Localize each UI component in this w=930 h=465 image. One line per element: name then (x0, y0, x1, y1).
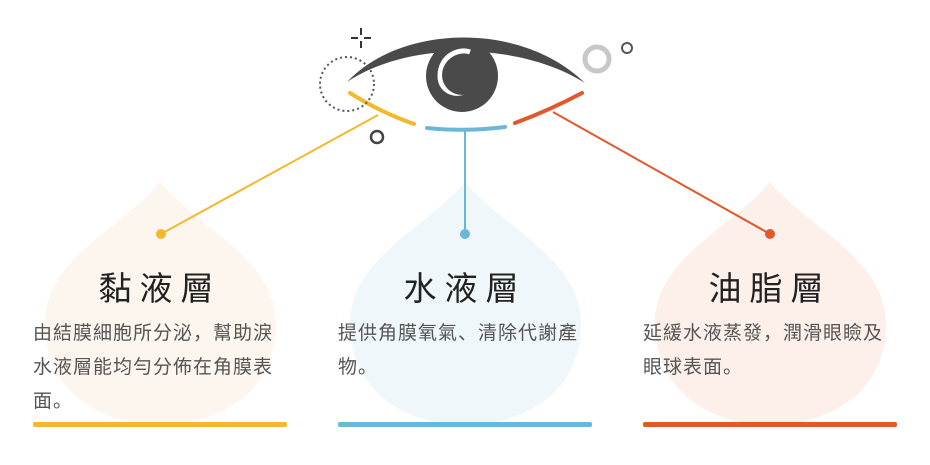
drop-aqueous (349, 182, 582, 425)
layer-desc-aqueous: 提供角膜氧氣、清除代謝產物。 (338, 322, 579, 378)
lid-arc-aqueous (425, 125, 507, 132)
ring-icon (582, 44, 612, 74)
layer-bar-mucus (33, 422, 287, 427)
dot-aqueous (460, 229, 470, 239)
layer-title-aqueous: 水液層 (403, 269, 527, 308)
lid-arc-mucus (348, 91, 416, 126)
lid-arc-lipid (513, 91, 584, 125)
eyebrow-icon (347, 37, 585, 83)
layer-desc-mucus: 由結膜細胞所分泌，幫助淚水液層能均勻分佈在角膜表面。 (33, 322, 274, 412)
dotted-circle-icon (319, 56, 375, 112)
small-ring-icon (369, 129, 385, 145)
small-ring-icon (621, 42, 633, 54)
dot-lipid (765, 229, 775, 239)
layer-desc-lipid: 延緩水液蒸發，潤滑眼瞼及眼球表面。 (643, 322, 884, 378)
layer-bar-aqueous (338, 422, 592, 427)
drop-mucus (44, 182, 277, 425)
connector-lipid (552, 111, 771, 235)
layer-title-mucus: 黏液層 (98, 269, 222, 308)
layer-bar-lipid (643, 422, 897, 427)
drop-lipid (654, 182, 887, 425)
connector-mucus (160, 114, 379, 235)
dot-mucus (156, 229, 166, 239)
layer-title-lipid: 油脂層 (708, 269, 832, 308)
sparkle-icon (351, 28, 371, 48)
